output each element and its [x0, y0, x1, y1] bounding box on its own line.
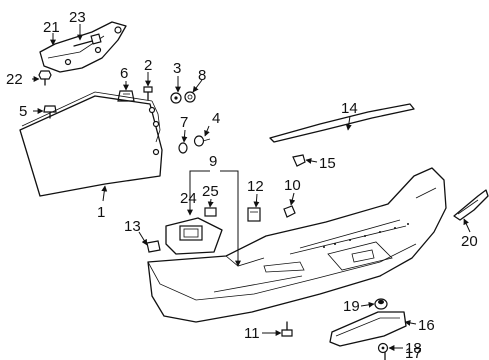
callout-4: 4	[212, 110, 220, 127]
part-24-reflector-housing	[165, 217, 223, 255]
callout-21: 21	[43, 19, 60, 36]
part-20-side-trim	[453, 189, 489, 221]
callout-2: 2	[144, 57, 152, 74]
part-14-trim-strip	[269, 103, 415, 143]
part-12-bracket	[247, 207, 261, 222]
rear-bumper-fascia	[147, 167, 447, 323]
part-1-bumper-bracket	[19, 91, 163, 197]
callout-12: 12	[247, 178, 264, 195]
callout-24: 24	[180, 190, 197, 207]
part-2-screw	[143, 86, 153, 101]
part-23-bolt	[73, 33, 102, 47]
callout-7: 7	[180, 114, 188, 131]
part-4-nut	[193, 135, 211, 147]
part-6-clip	[117, 90, 135, 102]
part-3-washer	[170, 92, 182, 104]
callout-17: 17	[405, 345, 422, 360]
callout-18: 18	[405, 340, 422, 357]
callout-25: 25	[202, 183, 219, 200]
callout-19: 19	[343, 298, 360, 315]
callout-10: 10	[284, 177, 301, 194]
part-13-clip	[146, 240, 161, 253]
part-25-clip	[204, 207, 217, 217]
part-7-grommet	[178, 142, 188, 154]
part-8-washer	[184, 91, 196, 103]
callout-15: 15	[319, 155, 336, 172]
callout-9: 9	[209, 153, 217, 170]
part-17-screw	[384, 351, 386, 360]
callout-22: 22	[6, 71, 23, 88]
part-18-washer	[377, 342, 389, 354]
callout-1: 1	[97, 204, 105, 221]
callout-11: 11	[244, 325, 260, 342]
callout-20: 20	[461, 233, 478, 250]
part-15-clip	[292, 154, 306, 167]
callout-16: 16	[418, 317, 435, 334]
callout-labels: 21 23 22 6 2 3 8 5 7 4 14 9 15 10 12 24 …	[6, 9, 478, 360]
leader-lines	[32, 24, 471, 351]
part-11-screw	[281, 321, 293, 337]
callout-5: 5	[19, 103, 27, 120]
callout-23: 23	[69, 9, 86, 26]
callout-8: 8	[198, 67, 206, 84]
callout-13: 13	[124, 218, 141, 235]
part-22-bolt	[38, 70, 52, 86]
callout-3: 3	[173, 60, 181, 77]
callout-14: 14	[341, 100, 358, 117]
part-19-bolt	[374, 298, 388, 310]
part-16-skid-plate	[329, 311, 407, 347]
callout-6: 6	[120, 65, 128, 82]
part-10-clip	[283, 205, 296, 218]
